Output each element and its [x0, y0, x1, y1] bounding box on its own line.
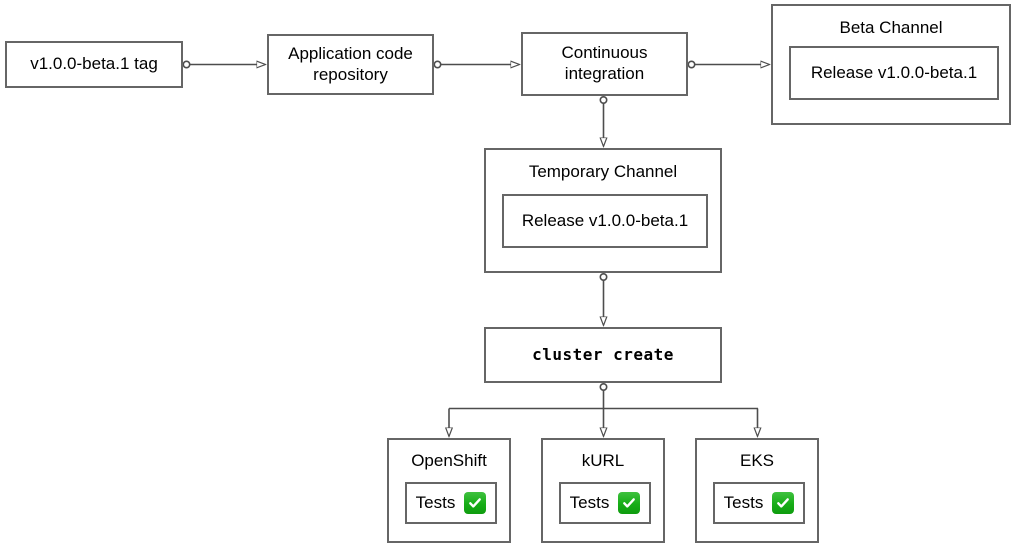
green-check-icon	[618, 492, 641, 514]
edge-ci-to-beta-channel	[687, 60, 769, 67]
target-kurl-title: kURL	[581, 451, 625, 470]
target-openshift-tests-label: Tests	[415, 492, 456, 512]
edge-repo-to-ci	[433, 60, 519, 67]
node-version-tag-label: v1.0.0-beta.1 tag	[30, 54, 158, 74]
node-continuous-integration[interactable]: Continuous integration	[521, 32, 688, 96]
node-cluster-create-label: cluster create	[532, 345, 674, 365]
node-application-code-repository-label: Application code repository	[288, 44, 413, 85]
temporary-channel-release-label: Release v1.0.0-beta.1	[521, 210, 689, 230]
target-eks-tests-box[interactable]: Tests	[713, 482, 805, 524]
node-continuous-integration-label: Continuous integration	[561, 43, 647, 84]
target-kurl-tests-label: Tests	[569, 492, 610, 512]
beta-channel-release-label: Release v1.0.0-beta.1	[810, 62, 978, 82]
edge-tag-to-repo	[182, 60, 265, 67]
repo-label-line-2: repository	[313, 64, 388, 84]
green-check-icon	[464, 492, 487, 514]
node-target-kurl[interactable]: kURL Tests	[541, 438, 665, 543]
target-eks-title: EKS	[739, 451, 775, 470]
node-application-code-repository[interactable]: Application code repository	[267, 34, 434, 95]
edge-temporary-channel-to-cluster-create	[600, 272, 606, 325]
node-target-eks[interactable]: EKS Tests	[695, 438, 819, 543]
ci-label-line-2: integration	[564, 64, 645, 83]
beta-channel-release-box[interactable]: Release v1.0.0-beta.1	[789, 46, 999, 100]
edge-ci-to-temporary-channel	[600, 96, 606, 146]
target-kurl-tests-box[interactable]: Tests	[559, 482, 651, 524]
node-version-tag[interactable]: v1.0.0-beta.1 tag	[5, 41, 183, 88]
temporary-channel-title: Temporary Channel	[528, 162, 678, 181]
repo-label-line-1: Application code	[288, 43, 413, 63]
node-temporary-channel[interactable]: Temporary Channel Release v1.0.0-beta.1	[484, 148, 722, 273]
target-eks-tests-label: Tests	[723, 492, 764, 512]
target-openshift-title: OpenShift	[411, 451, 487, 470]
node-cluster-create[interactable]: cluster create	[484, 327, 722, 383]
temporary-channel-release-box[interactable]: Release v1.0.0-beta.1	[502, 194, 708, 248]
beta-channel-title: Beta Channel	[839, 18, 943, 37]
ci-label-line-1: Continuous	[561, 43, 648, 63]
green-check-icon	[772, 492, 795, 514]
target-openshift-tests-box[interactable]: Tests	[405, 482, 497, 524]
node-target-openshift[interactable]: OpenShift Tests	[387, 438, 511, 543]
node-beta-channel[interactable]: Beta Channel Release v1.0.0-beta.1	[771, 4, 1011, 125]
edge-cluster-create-to-targets	[449, 382, 758, 436]
